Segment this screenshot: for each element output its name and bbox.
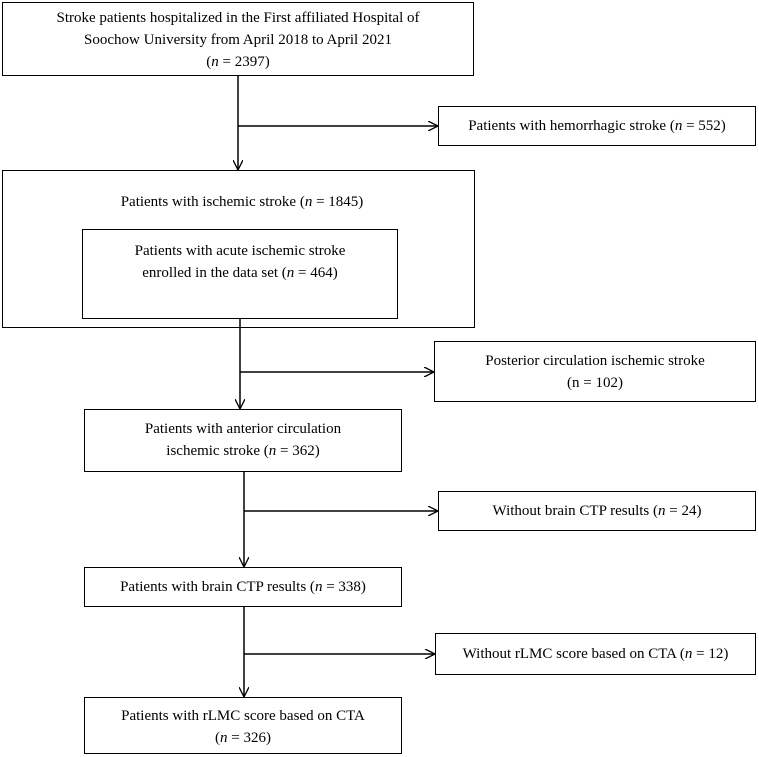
box-total-patients xyxy=(2,2,474,76)
box-with-ctp xyxy=(84,567,402,607)
box-with-rlmc xyxy=(84,697,402,754)
label-posterior: Posterior circulation ischemic stroke (n… xyxy=(485,353,705,391)
box-without-rlmc xyxy=(435,633,756,675)
label-total-line1: Stroke patients hospitalized in the Firs… xyxy=(56,10,420,26)
label-with-rlmc: Patients with rLMC score based on CTA (n… xyxy=(121,708,365,746)
label-without-rlmc: Without rLMC score based on CTA (n = 12) xyxy=(462,646,729,662)
label-total-line2: Soochow University from April 2018 to Ap… xyxy=(84,32,392,48)
box-acute-ischemic xyxy=(82,229,398,319)
label-anterior: Patients with anterior circulation ische… xyxy=(144,421,342,459)
label-acute-ischemic: Patients with acute ischemic stroke enro… xyxy=(134,243,346,281)
label-with-ctp: Patients with brain CTP results (n = 338… xyxy=(120,579,366,595)
label-without-ctp: Without brain CTP results (n = 24) xyxy=(492,503,702,519)
box-hemorrhagic xyxy=(438,106,756,146)
box-posterior xyxy=(434,341,756,402)
label-total-count: (n = 2397) xyxy=(206,54,270,70)
label-total-patients: Stroke patients hospitalized in the Firs… xyxy=(2,7,474,73)
box-without-ctp xyxy=(438,491,756,531)
label-ischemic: Patients with ischemic stroke (n = 1845) xyxy=(120,194,364,210)
label-hemorrhagic: Patients with hemorrhagic stroke (n = 55… xyxy=(468,118,726,134)
box-anterior xyxy=(84,409,402,472)
